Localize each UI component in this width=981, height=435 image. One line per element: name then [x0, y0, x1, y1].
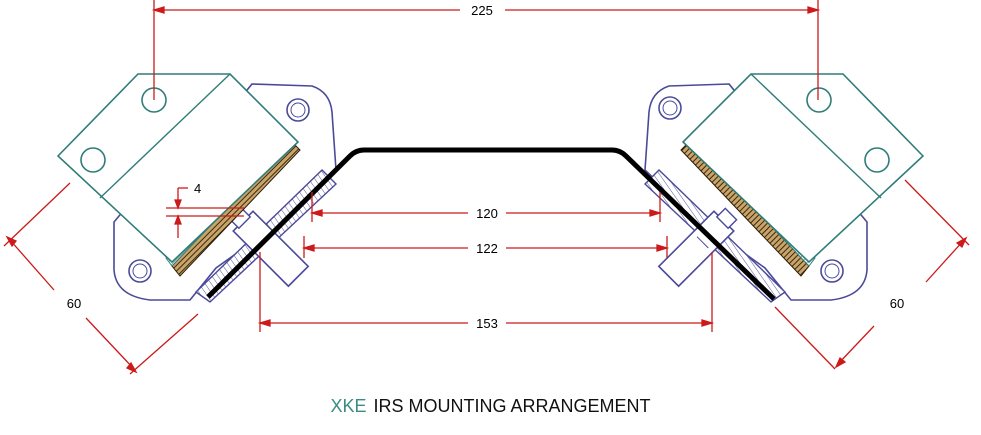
left-block	[56, 73, 300, 264]
right-block-hole-1	[806, 87, 832, 113]
caption-title: IRS MOUNTING ARRANGEMENT	[373, 396, 651, 416]
dim-right-60-label: 60	[890, 296, 904, 311]
dimension-lines	[3, 0, 970, 375]
dim-153-label: 153	[476, 316, 498, 331]
right-plate-hole-bottom	[820, 259, 844, 283]
dim-120-label: 120	[476, 206, 498, 221]
frame-channel	[206, 147, 776, 301]
left-block-hole-2	[80, 147, 106, 173]
diagram-caption: XKE IRS MOUNTING ARRANGEMENT	[0, 396, 981, 417]
right-mount	[643, 73, 925, 303]
dim-122-label: 122	[476, 241, 498, 256]
dim-4-label: 4	[194, 181, 201, 196]
dim-225-label: 225	[471, 3, 493, 18]
right-plate-hole-top	[658, 96, 682, 120]
caption-brand: XKE	[330, 396, 367, 416]
left-plate-hole-bottom	[128, 259, 152, 283]
dim-left-60-label: 60	[67, 296, 81, 311]
left-plate-hole-top	[286, 98, 310, 122]
right-bolt	[657, 207, 738, 288]
right-block	[681, 73, 925, 264]
right-block-hole-2	[864, 147, 890, 173]
